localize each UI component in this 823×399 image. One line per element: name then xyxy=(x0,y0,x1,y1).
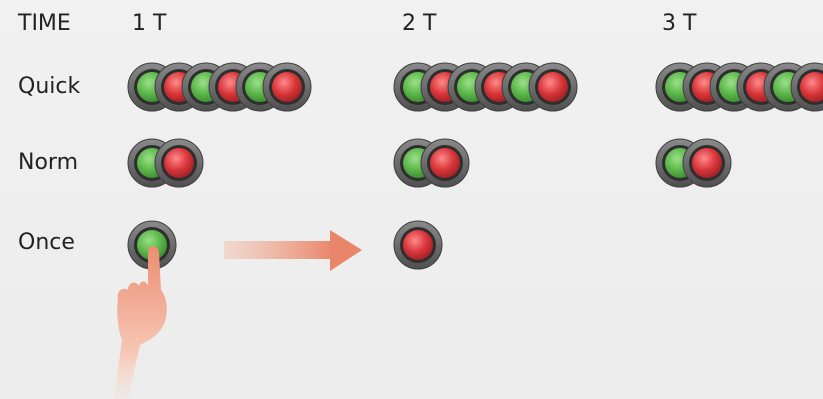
row-label-norm: Norm xyxy=(18,150,79,175)
red-indicator-button xyxy=(682,138,732,188)
red-indicator-button xyxy=(262,62,312,112)
row-label-once: Once xyxy=(18,230,75,255)
red-indicator-button xyxy=(393,220,443,270)
arrow-right-icon xyxy=(224,230,362,271)
column-header-3t: 3 T xyxy=(662,11,697,36)
green-indicator-button xyxy=(127,220,177,270)
red-indicator-button xyxy=(154,138,204,188)
red-indicator-button xyxy=(420,138,470,188)
column-header-2t: 2 T xyxy=(402,11,437,36)
column-header-1t: 1 T xyxy=(132,11,167,36)
hand-pointer-icon xyxy=(114,246,167,399)
red-indicator-button xyxy=(528,62,578,112)
red-indicator-button xyxy=(790,62,823,112)
time-header: TIME xyxy=(18,11,71,36)
row-label-quick: Quick xyxy=(18,74,81,99)
